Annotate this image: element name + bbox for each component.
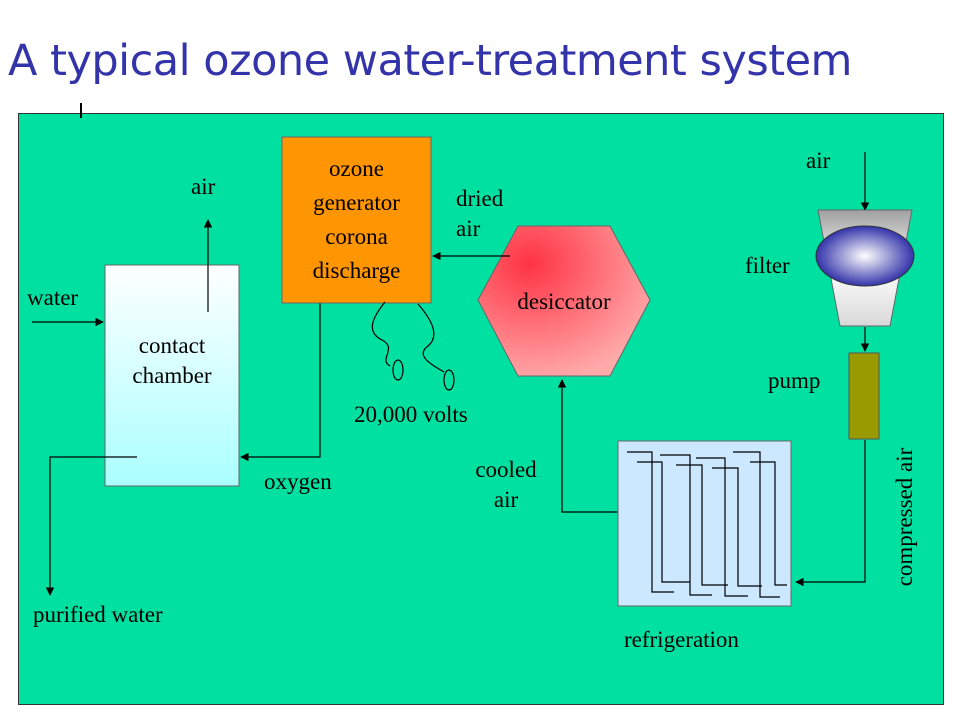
purified-water-arrow	[45, 456, 137, 596]
ozone-generator-line3: corona	[325, 224, 388, 249]
ozone-generator-line1: ozone	[329, 156, 384, 181]
corona-wires	[371, 301, 455, 391]
desiccator	[477, 225, 651, 377]
cooled-air-line1: cooled	[475, 457, 537, 482]
ozone-generator-label: ozone generator corona discharge	[282, 152, 431, 288]
ozone-generator-line4: discharge	[312, 258, 401, 283]
refrigeration-label: refrigeration	[624, 627, 739, 652]
cooled-air-arrow	[557, 379, 618, 513]
dried-air-line2: air	[456, 216, 481, 241]
refrigeration-coils	[627, 451, 787, 598]
contact-chamber	[104, 264, 240, 487]
contact-chamber-label: contact chamber	[105, 331, 239, 391]
ozone-generator-line2: generator	[313, 190, 400, 215]
pump	[848, 352, 880, 440]
pump-label: pump	[768, 368, 821, 393]
purified-water-label: purified water	[33, 602, 163, 627]
compressed-air-label: compressed air	[892, 447, 917, 587]
compressed-air-arrow	[795, 440, 866, 587]
filter-label: filter	[745, 253, 790, 278]
ozone-generator	[281, 136, 432, 304]
contact-chamber-line2: chamber	[132, 363, 212, 388]
dried-air-label: dried air	[456, 184, 503, 244]
page-title: A typical ozone water-treatment system	[8, 36, 852, 86]
desiccator-label: desiccator	[517, 289, 611, 314]
water-label: water	[27, 285, 79, 310]
cooled-air-label: cooled air	[456, 455, 556, 515]
air-intake-label: air	[806, 148, 831, 173]
oxygen-arrow	[240, 302, 321, 462]
cooled-air-line2: air	[493, 487, 519, 512]
refrigeration-unit	[617, 440, 792, 607]
air-out-label: air	[191, 174, 216, 199]
voltage-label: 20,000 volts	[354, 402, 468, 427]
filter-lens	[815, 225, 915, 287]
contact-chamber-line1: contact	[138, 333, 206, 358]
oxygen-label: oxygen	[264, 469, 332, 494]
dried-air-line1: dried	[456, 186, 504, 211]
